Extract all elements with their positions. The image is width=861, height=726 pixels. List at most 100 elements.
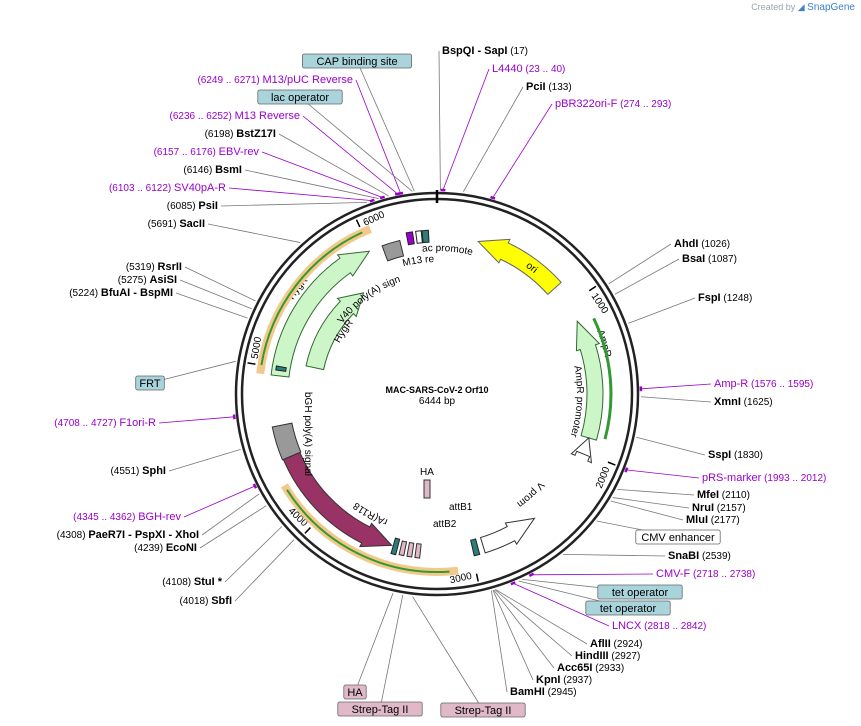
label-bspqi-coord: (17) <box>507 46 528 57</box>
box-tet1 <box>597 584 683 600</box>
label-paer7i: (4308) PaeR7I - PspXI - XhoI <box>57 529 199 541</box>
label-bamhi: BamHI (2945) <box>510 686 577 698</box>
leader-nrui <box>612 497 690 509</box>
box-strep1 <box>337 701 423 717</box>
label-sacii-name: SacII <box>179 218 205 230</box>
credit-brand: SnapGene <box>807 2 855 13</box>
ruler-tick <box>475 573 479 582</box>
label-xmni-name: XmnI <box>714 396 741 408</box>
label-rsrii-name: RsrII <box>158 261 182 273</box>
lac-promoter-feature <box>421 229 430 244</box>
leader-lacop <box>299 96 413 192</box>
attb2-label: attB2 <box>433 519 457 530</box>
label-sspi-coord: (1830) <box>731 450 763 461</box>
leader-bfuai <box>175 292 248 319</box>
primer-mark-bghrev <box>252 483 258 489</box>
box-frt <box>135 375 165 391</box>
leader-cmvf <box>531 573 654 576</box>
leader-bsai <box>614 258 680 295</box>
leader-bamhi <box>491 590 508 693</box>
snapgene-credit: Created by ◢ SnapGene <box>751 2 855 13</box>
label-bfuai-extra: - BspMI <box>130 287 173 299</box>
label-ebvrev-name: EBV-rev <box>219 146 260 158</box>
primer-mark-m13rev <box>394 192 401 196</box>
bira-feature <box>282 451 393 548</box>
label-bsmi-coord: (6146) <box>183 165 215 176</box>
label-fspi-name: FspI <box>698 292 721 304</box>
label-sphi-name: SphI <box>142 465 166 477</box>
label-psii-name: PsiI <box>198 200 218 212</box>
label-ampr_p-coord: (1576 .. 1595) <box>748 379 813 390</box>
leader-prs <box>626 469 700 479</box>
label-psii-coord: (6085) <box>167 201 199 212</box>
label-sphi-coord: (4551) <box>110 466 142 477</box>
attb1-label: attB1 <box>449 502 473 513</box>
label-f1ori-name: F1ori-R <box>119 417 156 429</box>
map-center: MAC-SARS-CoV-2 Orf10 6444 bp <box>385 385 488 407</box>
leader-pbr322 <box>492 103 553 198</box>
leader-snabi <box>563 554 666 557</box>
leader-sv40pa <box>228 187 373 201</box>
attb1-feature <box>470 538 481 557</box>
label-xmni: XmnI (1625) <box>714 396 773 408</box>
label-nrui-coord: (2157) <box>714 503 746 514</box>
label-m13puc-name: M13/pUC Reverse <box>263 74 353 86</box>
ruler-tick <box>607 461 616 466</box>
label-kpni-coord: (2937) <box>560 675 592 686</box>
label-mfei-coord: (2110) <box>719 490 750 501</box>
hygr-inner-feature <box>305 292 365 371</box>
label-sphi: (4551) SphI <box>110 465 166 477</box>
label-bsai-name: BsaI <box>682 253 705 265</box>
label-m13rev-name: M13 Reverse <box>235 110 300 122</box>
bgh-polya-label: bGH poly(A) signal <box>302 392 313 476</box>
label-strep2-name: Strep-Tag II <box>455 705 512 717</box>
ruler-tick <box>304 527 311 534</box>
frt-feature <box>275 365 287 372</box>
label-bamhi-name: BamHI <box>510 686 545 698</box>
label-econi: (4239) EcoNI <box>134 542 197 554</box>
label-acc65i-name: Acc65I <box>557 662 592 674</box>
leader-xmni <box>640 396 712 403</box>
label-hindiii-name: HindIII <box>575 650 609 662</box>
label-econi-name: EcoNI <box>166 542 197 554</box>
label-prs: pRS-marker (1993 .. 2012) <box>702 472 826 484</box>
label-lncx-name: LNCX <box>612 620 642 632</box>
leader-sbfi <box>234 539 295 602</box>
label-bsai-coord: (1087) <box>705 254 737 265</box>
leader-paer7i <box>201 493 260 536</box>
leader-bspqi <box>438 50 441 191</box>
label-bghrev: (4345 .. 4362) BGH-rev <box>73 511 181 523</box>
hygr-outer-feature <box>270 250 371 378</box>
label-bstz17i-name: BstZ17I <box>236 128 276 140</box>
label-rsrii-coord: (5319) <box>126 262 158 273</box>
leader-econi <box>199 505 267 549</box>
label-bghrev-coord: (4345 .. 4362) <box>73 512 138 523</box>
label-aflii-name: AflII <box>590 638 611 650</box>
m13-rev-feature <box>405 231 415 246</box>
leader-mfei <box>617 488 695 496</box>
leader-m13puc <box>355 79 401 194</box>
label-sspi-name: SspI <box>708 449 731 461</box>
label-bstz17i: (6198) BstZ17I <box>205 128 276 140</box>
leader-lines <box>149 50 712 711</box>
box-lacop <box>257 89 343 105</box>
label-acc65i: Acc65I (2933) <box>557 662 624 674</box>
label-hindiii: HindIII (2927) <box>575 650 640 662</box>
plasmid-name: MAC-SARS-CoV-2 Orf10 <box>385 385 488 395</box>
leader-fspi <box>628 297 696 324</box>
label-tet2-name: tet operator <box>600 603 657 615</box>
label-paer7i-extra: - PspXI - XhoI <box>125 529 199 541</box>
primer-mark-prs <box>624 467 629 473</box>
label-sacii-coord: (5691) <box>148 219 180 230</box>
leader-aflii <box>495 589 588 645</box>
label-lncx-coord: (2818 .. 2842) <box>641 621 706 632</box>
label-kpni: KpnI (2937) <box>536 674 592 686</box>
label-sbfi: (4018) SbfI <box>180 595 232 607</box>
plasmid-size: 6444 bp <box>419 396 456 407</box>
leader-rsrii <box>184 266 256 302</box>
leader-ampr_p <box>640 383 712 390</box>
leader-sphi <box>168 449 241 472</box>
label-sacii: (5691) SacII <box>148 218 205 230</box>
leader-asisi <box>179 279 252 310</box>
